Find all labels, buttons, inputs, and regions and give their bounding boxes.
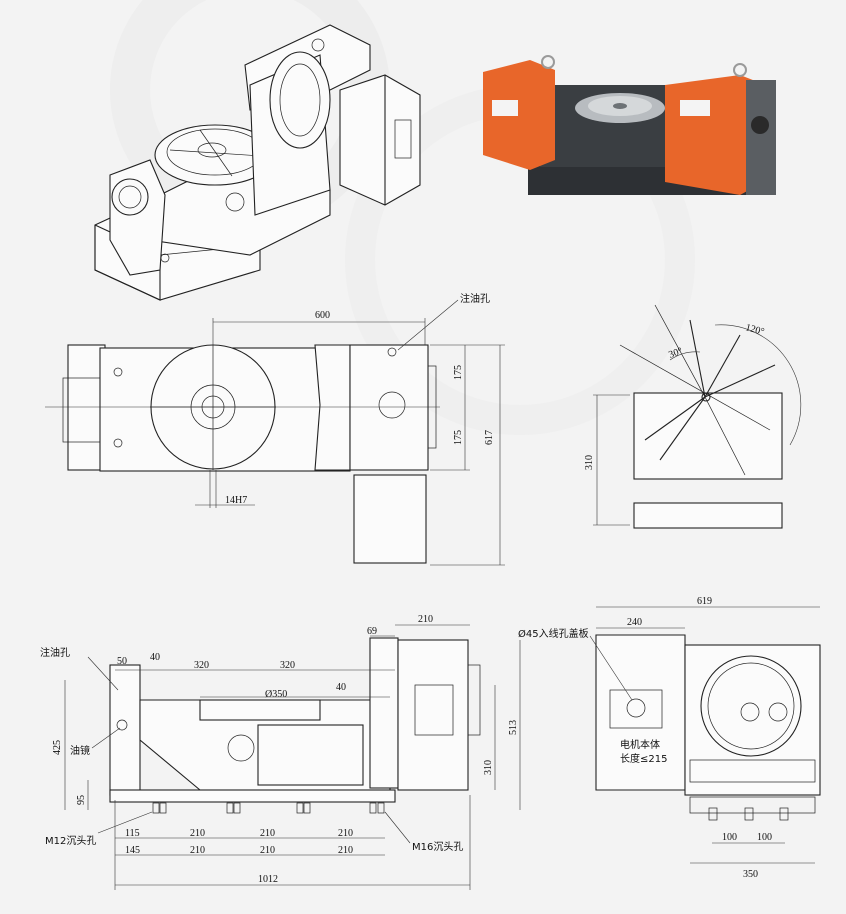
dim-617: 617: [484, 430, 495, 445]
dim-320-b: 320: [280, 660, 295, 671]
labels: 注油孔 600 175 175 617 14H7 120° 30° 310 69…: [40, 292, 772, 885]
dim-175-lower: 175: [453, 430, 464, 445]
dim-14h7: 14H7: [225, 495, 247, 506]
end-view: [589, 606, 821, 864]
dim-row2-3: 210: [338, 845, 353, 856]
dim-425: 425: [52, 740, 63, 755]
dim-row2-1: 210: [190, 845, 205, 856]
top-oil-hole-label: 注油孔: [460, 292, 490, 305]
dim-row2-2: 210: [260, 845, 275, 856]
dim-240: 240: [627, 617, 642, 628]
dim-619: 619: [697, 596, 712, 607]
m16-countersunk-label: M16沉头孔: [412, 840, 463, 853]
dim-310-side: 310: [584, 455, 595, 470]
dim-513: 513: [508, 720, 519, 735]
dim-40-b: 40: [336, 682, 346, 693]
top-view: [45, 299, 505, 566]
dim-40-a: 40: [150, 652, 160, 663]
m12-countersunk-label: M12沉头孔: [45, 834, 96, 847]
side-view: [593, 304, 802, 529]
dim-310-front: 310: [483, 760, 494, 775]
isometric-view: [94, 24, 421, 301]
dim-row1-2: 210: [260, 828, 275, 839]
motor-body-label: 电机本体: [620, 738, 660, 751]
phi-45-cable-cover-label: Ø45入线孔盖板: [518, 627, 589, 640]
dim-175-upper: 175: [453, 365, 464, 380]
front-oil-hole-label: 注油孔: [40, 646, 70, 659]
dim-350: 350: [743, 869, 758, 880]
product-photo: [483, 55, 776, 195]
dim-69: 69: [367, 626, 377, 637]
dim-320-a: 320: [194, 660, 209, 671]
motor-length-label: 长度≤215: [620, 752, 667, 765]
dim-1012: 1012: [258, 874, 278, 885]
dim-210-top: 210: [418, 614, 433, 625]
angle-120: 120°: [744, 322, 765, 338]
angle-30: 30°: [667, 346, 684, 361]
dim-95: 95: [76, 795, 87, 805]
dim-100-a: 100: [722, 832, 737, 843]
front-view: [64, 624, 521, 890]
dim-phi-350: Ø350: [265, 689, 287, 700]
dim-row1-0: 115: [125, 828, 140, 839]
dim-600: 600: [315, 310, 330, 321]
dim-100-b: 100: [757, 832, 772, 843]
oil-mirror-label: 油镜: [70, 744, 90, 757]
dim-50: 50: [117, 656, 127, 667]
dim-row1-1: 210: [190, 828, 205, 839]
dim-row1-3: 210: [338, 828, 353, 839]
dim-row2-0: 145: [125, 845, 140, 856]
